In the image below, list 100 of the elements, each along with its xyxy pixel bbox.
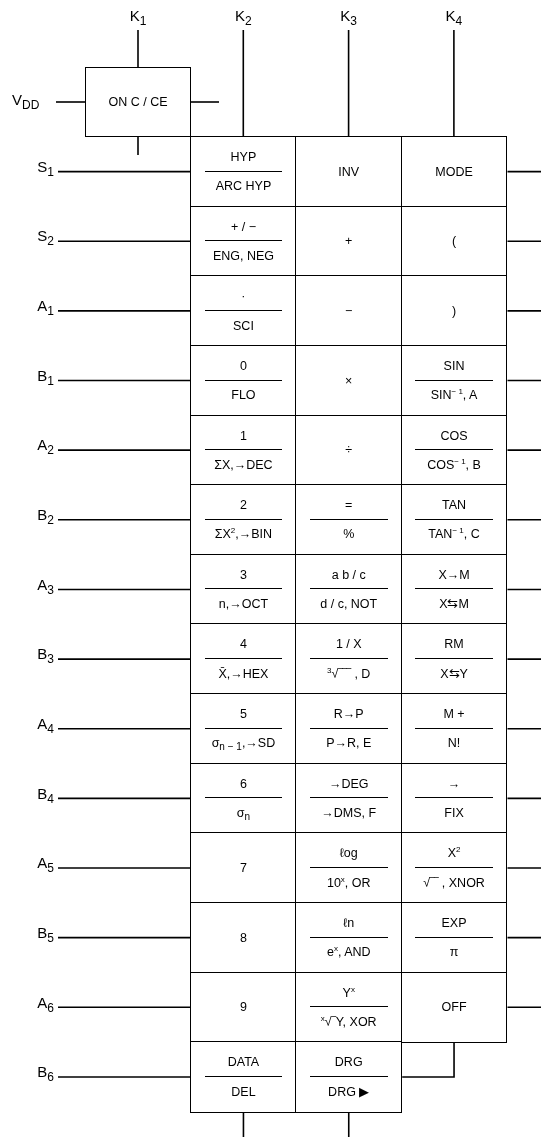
- key-label: ARC HYP: [214, 178, 273, 195]
- key-label: X→M: [437, 566, 471, 583]
- wire: [137, 29, 139, 68]
- wire: [506, 240, 541, 243]
- key-label: X$^{2}$: [446, 845, 462, 862]
- key-cell: [190, 344, 297, 417]
- wire: [57, 240, 191, 243]
- wire: [506, 170, 541, 173]
- key-label: ·: [240, 288, 247, 305]
- pin-label: B$_{2}$: [10, 505, 54, 529]
- key-label: σ$_{n − 1}$,→SD: [210, 735, 277, 752]
- key-label: +: [344, 233, 354, 250]
- wire: [242, 29, 245, 137]
- key-label: ON C / CE: [107, 94, 169, 110]
- wire: [57, 1076, 191, 1078]
- key-label: SIN: [442, 357, 466, 374]
- wire: [242, 1111, 245, 1137]
- key-cell: [190, 623, 297, 695]
- wire: [57, 936, 191, 939]
- key-cell: [190, 902, 297, 974]
- wire: [453, 29, 455, 137]
- pin-label: S$_{2}$: [10, 226, 54, 251]
- key-cell: [400, 693, 508, 765]
- key-cell: [400, 136, 508, 208]
- key-cell: [400, 484, 508, 556]
- wire: [57, 797, 191, 800]
- key-label: n,→OCT: [217, 596, 270, 613]
- key-label: 10$^{x}$, OR: [325, 874, 372, 891]
- key-label: INV: [337, 163, 361, 180]
- key-label: 8: [238, 929, 248, 946]
- pin-label: K$_{4}$: [433, 6, 474, 30]
- wire: [190, 101, 220, 103]
- key-cell: [295, 693, 403, 765]
- pin-label: A$_{4}$: [10, 713, 54, 738]
- pin-label: K$_{1}$: [118, 6, 158, 30]
- pin-label: A$_{5}$: [10, 853, 54, 878]
- key-cell: [85, 67, 191, 137]
- key-label: HYP: [229, 149, 258, 165]
- wire: [506, 1006, 541, 1009]
- key-label: ×: [344, 372, 354, 389]
- key-label: ΣX,→DEC: [213, 456, 274, 473]
- key-cell: [295, 623, 403, 695]
- key-label: 5: [238, 706, 248, 723]
- wire: [506, 867, 541, 869]
- key-label: X⇆M: [438, 596, 470, 613]
- key-label: d / c, NOT: [319, 596, 379, 613]
- key-cell: [295, 832, 403, 904]
- key-label: $^{x}$√‾Y, XOR: [319, 1013, 378, 1030]
- wire: [57, 727, 191, 730]
- pin-label: K$_{2}$: [223, 6, 264, 30]
- key-label: −: [344, 302, 354, 319]
- wire: [401, 1042, 455, 1078]
- key-label: COS$^{− 1}$, B: [426, 456, 482, 473]
- key-cell: [190, 484, 297, 556]
- wire: [57, 310, 191, 312]
- key-label: TAN: [441, 497, 468, 514]
- wire: [57, 519, 191, 521]
- key-cell: [190, 136, 297, 208]
- key-cell: [295, 484, 403, 556]
- wire: [57, 170, 191, 173]
- key-label: P→R, E: [325, 735, 373, 752]
- key-cell: [400, 344, 508, 417]
- pin-label: A$_{2}$: [10, 435, 54, 460]
- wire: [506, 519, 541, 521]
- key-label: →: [446, 775, 462, 792]
- key-cell: [190, 1041, 297, 1113]
- key-cell: [400, 623, 508, 695]
- key-label: %: [342, 526, 356, 543]
- wire: [57, 658, 191, 660]
- key-cell: [190, 693, 297, 765]
- key-label: 7: [238, 860, 248, 876]
- key-cell: [190, 832, 297, 904]
- key-label: SCI: [232, 317, 255, 334]
- key-label: 9: [238, 999, 248, 1016]
- key-label: →DMS, F: [320, 805, 378, 821]
- key-label: RM: [443, 636, 465, 653]
- key-cell: [400, 275, 508, 347]
- key-label: →DEG: [327, 775, 370, 792]
- key-label: 6: [238, 775, 248, 792]
- wire: [506, 727, 541, 730]
- wire: [506, 310, 541, 312]
- key-label: FLO: [230, 387, 257, 404]
- wire: [506, 797, 541, 800]
- wire: [506, 588, 541, 591]
- key-cell: [400, 902, 508, 974]
- pin-label: A$_{6}$: [10, 992, 54, 1017]
- pin-label: B$_{3}$: [10, 644, 54, 669]
- wire: [57, 588, 191, 591]
- pin-label: S$_{1}$: [10, 156, 54, 181]
- wire: [506, 379, 541, 382]
- key-label: a b / c: [330, 566, 367, 583]
- key-cell: [295, 275, 403, 347]
- pin-label: B$_{4}$: [10, 783, 54, 808]
- key-label: DRG ▶: [327, 1083, 371, 1100]
- wire: [506, 449, 541, 451]
- key-label: DRG: [333, 1054, 364, 1071]
- key-label: 4: [238, 636, 248, 653]
- key-label: ℓn: [342, 915, 356, 932]
- key-cell: [295, 344, 403, 417]
- key-label: X̄,→HEX: [217, 665, 270, 682]
